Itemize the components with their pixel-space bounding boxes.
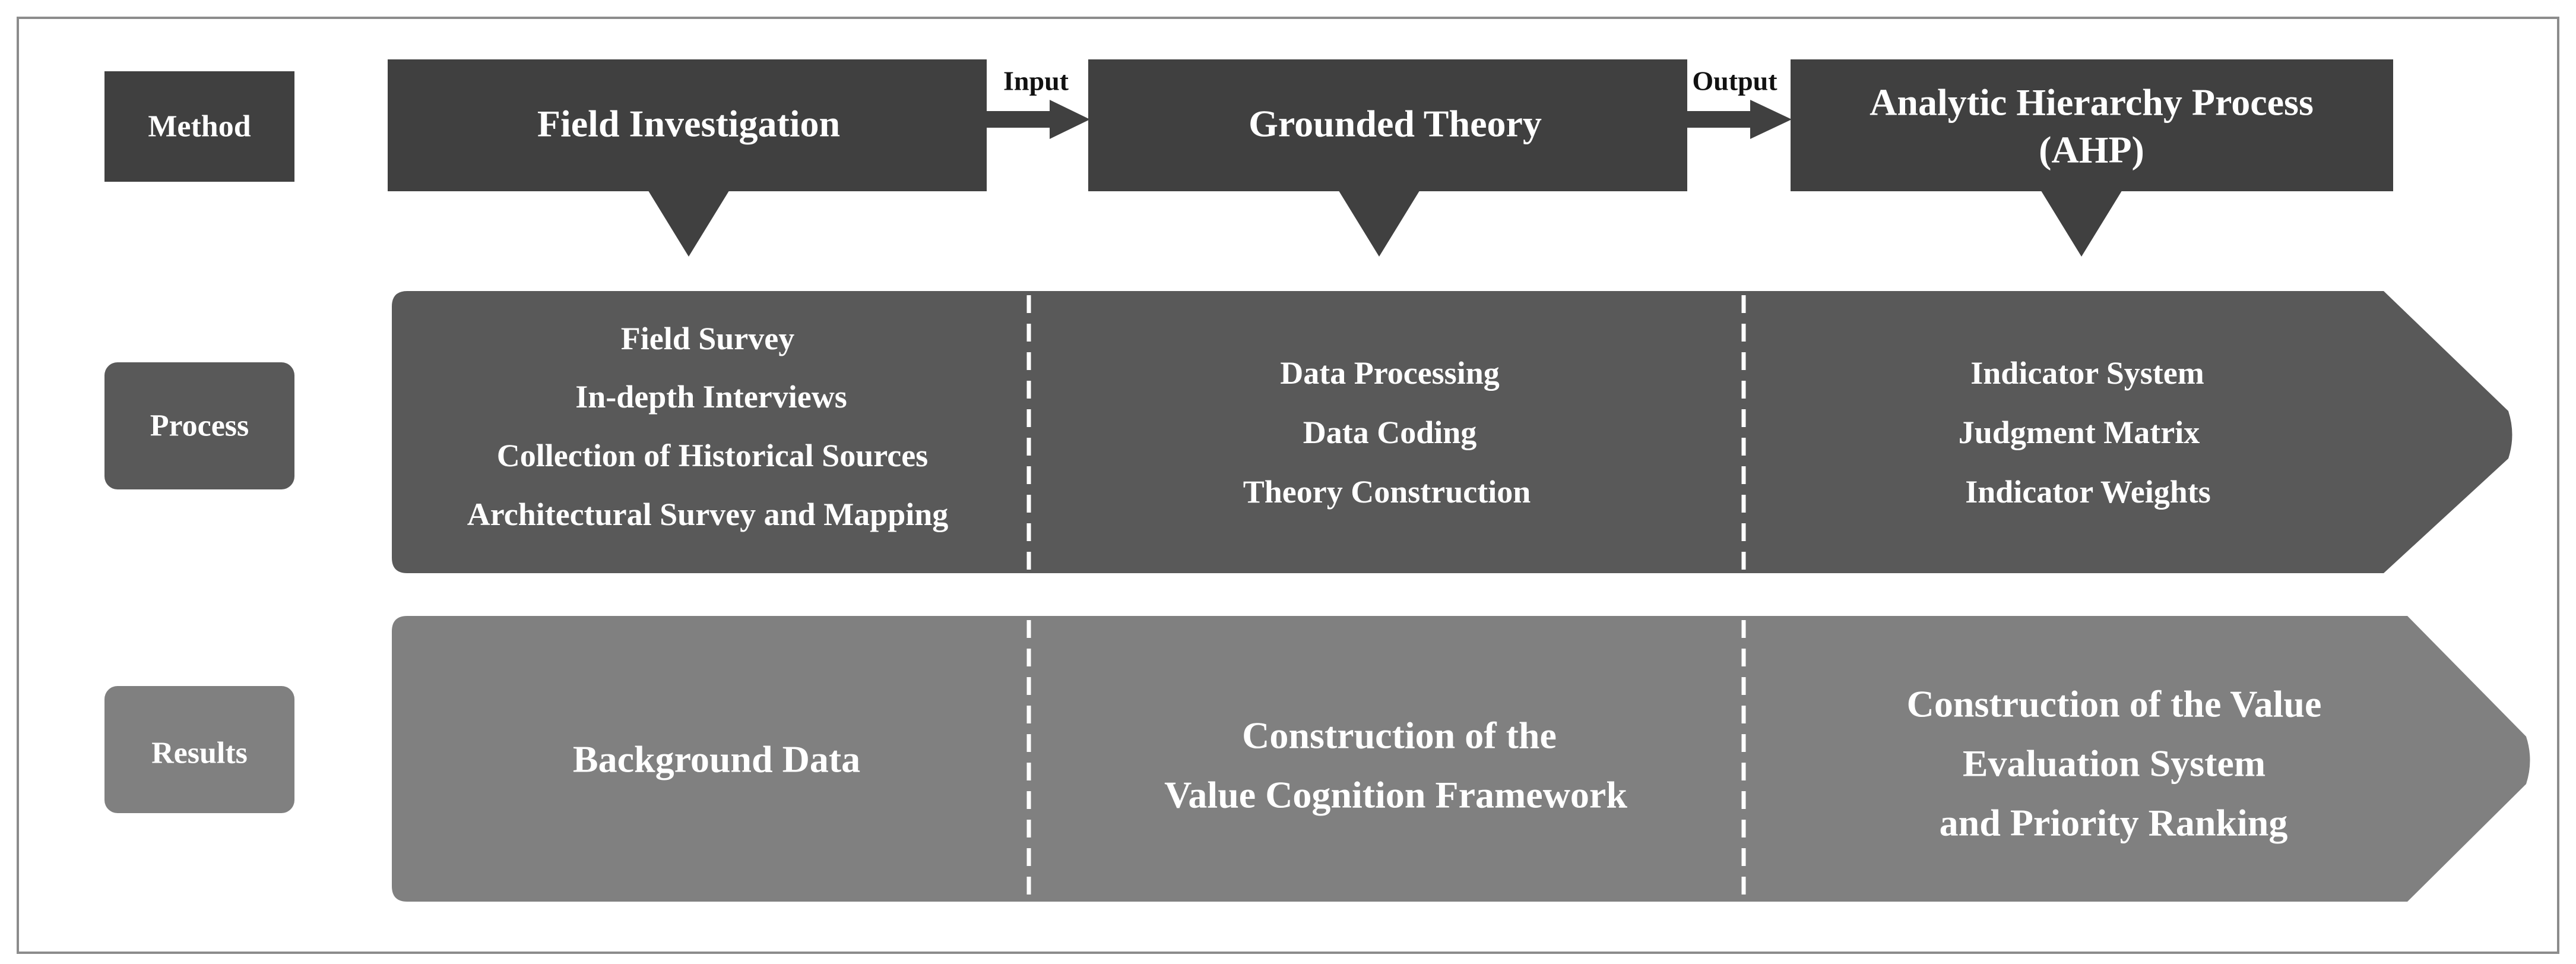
row-label-results-box xyxy=(104,686,294,813)
row-label-method: Method xyxy=(148,110,251,144)
method-pointer xyxy=(1338,189,1421,257)
method-pointer xyxy=(647,189,730,257)
method-label-line-2: (AHP) xyxy=(2039,129,2144,171)
results-item: Value Cognition Framework xyxy=(1164,774,1627,816)
input-label: Input xyxy=(1003,66,1069,96)
input-arrow-shaft xyxy=(987,111,1051,128)
results-item: Construction of the xyxy=(1242,715,1557,757)
process-item: Collection of Historical Sources xyxy=(497,438,928,473)
process-grounded-theory: Data Processing Data Coding Theory Const… xyxy=(1243,355,1531,510)
row-label-results: Results xyxy=(151,737,248,770)
process-item: Data Coding xyxy=(1303,415,1477,450)
process-ahp: Indicator System Judgment Matrix Indicat… xyxy=(1959,355,2211,510)
input-arrow-head xyxy=(1050,100,1090,139)
method-box xyxy=(1791,59,2393,191)
process-item: Judgment Matrix xyxy=(1959,415,2200,450)
output-connector: Output xyxy=(1687,66,1792,139)
results-item: Background Data xyxy=(573,738,860,780)
results-field-investigation: Background Data xyxy=(573,738,860,780)
process-item: Indicator Weights xyxy=(1965,474,2211,510)
output-arrow-shaft xyxy=(1687,111,1751,128)
results-item: Construction of the Value xyxy=(1907,683,2322,725)
results-item: Evaluation System xyxy=(1963,742,2266,785)
method-label: Field Investigation xyxy=(537,103,840,145)
method-label: Grounded Theory xyxy=(1249,103,1542,145)
process-item: Indicator System xyxy=(1970,355,2204,391)
method-field-investigation: Field Investigation xyxy=(388,59,987,257)
method-label-line-1: Analytic Hierarchy Process xyxy=(1870,81,2314,124)
input-connector: Input xyxy=(987,66,1090,139)
results-grounded-theory: Construction of the Value Cognition Fram… xyxy=(1164,715,1627,816)
results-item: and Priority Ranking xyxy=(1940,802,2288,844)
method-grounded-theory: Grounded Theory xyxy=(1088,59,1687,257)
method-ahp: Analytic Hierarchy Process (AHP) xyxy=(1791,59,2393,257)
method-box xyxy=(1088,59,1687,191)
process-item: Architectural Survey and Mapping xyxy=(467,497,949,532)
method-box xyxy=(388,59,987,191)
row-label-process: Process xyxy=(150,409,249,443)
output-arrow-head xyxy=(1750,100,1792,139)
process-item: Theory Construction xyxy=(1243,474,1531,510)
row-label-method-box xyxy=(104,71,294,182)
results-band xyxy=(392,616,2530,902)
process-item: Data Processing xyxy=(1280,355,1499,391)
process-band xyxy=(392,291,2512,573)
results-ahp: Construction of the Value Evaluation Sys… xyxy=(1907,683,2322,844)
process-item: In-depth Interviews xyxy=(575,379,847,415)
process-field-investigation: Field Survey In-depth Interviews Collect… xyxy=(467,321,949,532)
outer-frame xyxy=(17,17,2559,954)
output-label: Output xyxy=(1692,66,1777,96)
method-pointer xyxy=(2040,189,2123,257)
process-item: Field Survey xyxy=(621,321,795,356)
row-label-process-box xyxy=(104,362,294,489)
